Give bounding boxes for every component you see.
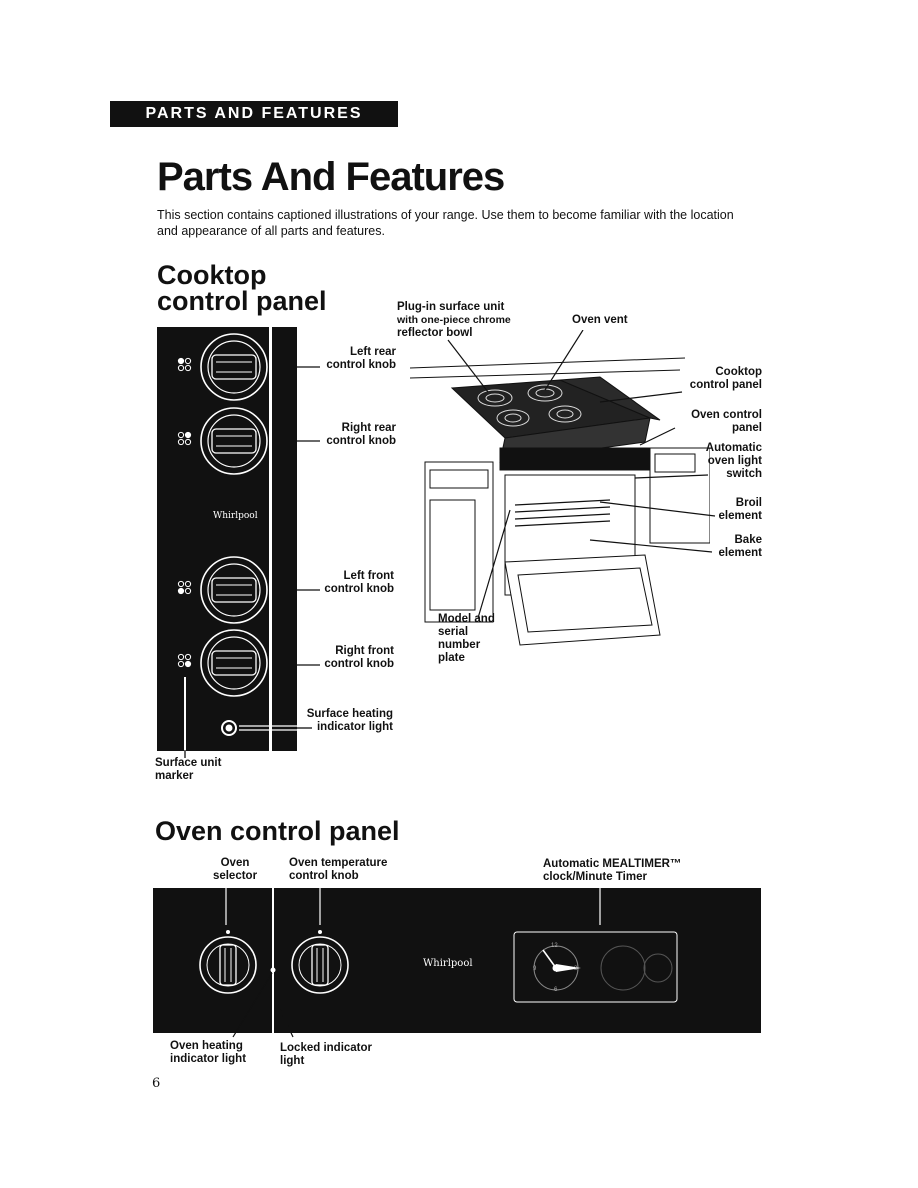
cooktop-panel-illustration: Whirlpool (157, 327, 297, 751)
page-title: Parts And Features (157, 155, 505, 199)
cooktop-leaders (184, 366, 320, 758)
surface-unit-markers (177, 357, 192, 668)
label-plugin-unit: Plug-in surface unit with one-piece chro… (397, 301, 511, 339)
knob-right-front (200, 629, 268, 697)
clock-num-6: 6 (554, 987, 558, 993)
clock-num-9: 9 (533, 966, 537, 972)
knob-left-front (200, 556, 268, 624)
oven-temperature-knob (291, 936, 349, 994)
range-illustration (410, 357, 710, 646)
clock-num-12: 12 (551, 943, 558, 949)
oven-brand: Whirlpool (423, 958, 473, 969)
label-oven-vent: Oven vent (572, 314, 628, 326)
mealtimer-display: 12 3 6 9 (513, 931, 678, 1003)
range-leaders (447, 330, 716, 619)
indicator-light-icon (221, 720, 297, 736)
section-banner: PARTS AND FEATURES (110, 101, 398, 127)
oven-panel-heading: Oven control panel (155, 816, 400, 846)
clock-num-3: 3 (574, 966, 578, 972)
cooktop-heading-line1: Cooktop (157, 260, 267, 290)
oven-panel-illustration: Whirlpool 12 3 6 9 (153, 888, 761, 1033)
intro-text: This section contains captioned illustra… (157, 208, 734, 238)
cooktop-brand: Whirlpool (213, 511, 258, 521)
heating-indicator-light (270, 967, 276, 973)
oven-selector-knob (199, 936, 257, 994)
page-number: 6 (152, 1076, 161, 1091)
cabinet-right (649, 447, 710, 544)
oven-body (499, 447, 661, 646)
knob-left-rear (200, 333, 268, 401)
oven-leaders (225, 885, 601, 1038)
knob-right-rear (200, 407, 268, 475)
panel-divider (269, 327, 272, 751)
temp-pointer-dot (318, 930, 322, 934)
cabinet-left (424, 461, 494, 623)
selector-pointer-dot (226, 930, 230, 934)
cooktop-heading-line2: control panel (157, 286, 327, 316)
